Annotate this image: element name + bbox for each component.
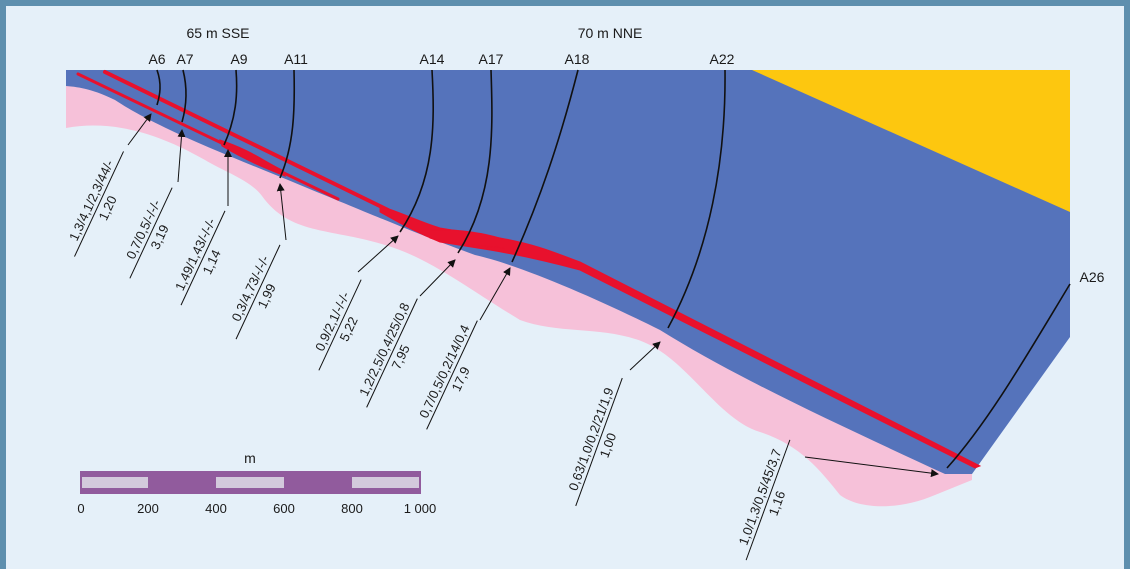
- drillhole-trace-a14: [399, 69, 435, 233]
- scale-tick-label: 1 000: [404, 501, 437, 516]
- drillhole-label-a22: A22: [710, 51, 735, 67]
- intercept-a7: 0,7/0,5/-/-/- 3,19: [123, 187, 173, 279]
- scale-segment-dark: [148, 477, 216, 488]
- scale-tick-label: 200: [137, 501, 159, 516]
- drillhole-label-a7: A7: [176, 51, 193, 67]
- drillhole-labels: A6 A7 A9 A11 A14 A17 A18 A22 A26: [148, 51, 1104, 285]
- intercept-a26: 1,0/1,3/0,5/45/3,7 1,16: [736, 439, 791, 561]
- drillhole-trace-a18: [511, 69, 579, 263]
- scale-segment-dark: [284, 477, 352, 488]
- scale-tick-label: 400: [205, 501, 227, 516]
- drillhole-label-a14: A14: [420, 51, 445, 67]
- scale-bar: m 0 200 400 600 800 1 000: [77, 450, 436, 516]
- drillhole-trace-a22: [667, 69, 726, 329]
- intercept-a18: 0,7/0,5/0,2/14/0,4 17,9: [416, 320, 478, 430]
- drillhole-traces: [156, 69, 1071, 469]
- scale-segment-light: [352, 477, 419, 488]
- intercept-a9: 1,49/1,43/-/-/- 1,14: [172, 210, 226, 306]
- intercept-a11: 0,3/4,73/-/-/- 1,99: [229, 244, 281, 340]
- scale-segment-light: [216, 477, 284, 488]
- drillhole-label-a26: A26: [1080, 269, 1105, 285]
- host-rock-blue: [66, 70, 1070, 474]
- intercept-arrows: [127, 113, 939, 478]
- label-65m-sse: 65 m SSE: [186, 25, 249, 41]
- intercept-a14: 0,9/2,1/-/-/- 5,22: [312, 279, 362, 371]
- drillhole-trace-a7: [181, 69, 187, 123]
- drillhole-trace-a11: [279, 69, 296, 179]
- intercept-a22: 0,63/1,0/0,2/21/1,9 1,00: [565, 377, 623, 507]
- scale-tick-label: 0: [77, 501, 84, 516]
- drillhole-trace-a6: [156, 69, 161, 106]
- scale-bar-unit: m: [244, 450, 256, 466]
- drillhole-trace-a9: [223, 69, 238, 146]
- ore-zone: [76, 70, 982, 469]
- drillhole-trace-a26: [946, 283, 1071, 469]
- intercept-a17: 1,2/2,5/0,4/25/0,8 7,95: [356, 298, 418, 408]
- drillhole-trace-a17: [457, 69, 493, 254]
- drillhole-label-a18: A18: [565, 51, 590, 67]
- scale-segment-light: [82, 477, 148, 488]
- scale-tick-label: 800: [341, 501, 363, 516]
- drillhole-label-a9: A9: [230, 51, 247, 67]
- drillhole-label-a17: A17: [479, 51, 504, 67]
- drillhole-label-a6: A6: [148, 51, 165, 67]
- scale-tick-label: 600: [273, 501, 295, 516]
- label-70m-nne: 70 m NNE: [578, 25, 643, 41]
- drillhole-label-a11: A11: [284, 51, 308, 67]
- upper-unit-yellow: [752, 70, 1070, 212]
